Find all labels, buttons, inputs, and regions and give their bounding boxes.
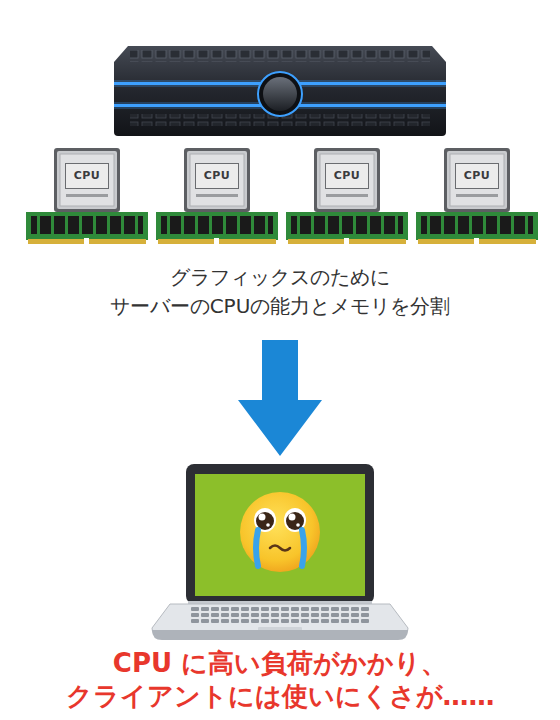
crying-face [240,492,320,572]
eye-highlight [289,514,296,521]
eye-highlight [259,514,266,521]
description-text: グラフィックスのために サーバーのCPUの能力とメモリを分割 [40,263,520,321]
laptop-bezel [186,464,374,604]
ram-stick [286,212,408,244]
cpu-chip [444,148,510,212]
cpu-label: CPU [464,170,491,182]
laptop [152,464,408,640]
eye-highlight [296,523,300,527]
cpu-label: CPU [74,170,101,182]
down-arrow [238,340,322,456]
server-rack [114,46,446,136]
laptop-screen [195,474,365,596]
cpu-label-box: CPU [195,163,239,189]
cpu-label: CPU [204,170,231,182]
memory-sticks [26,212,538,244]
cpu-label-box: CPU [65,163,109,189]
face [240,492,320,572]
mouth [270,546,290,551]
rack-body [114,46,446,136]
rack-button [263,77,297,111]
cpu-chip [184,148,250,212]
ram-stick [156,212,278,244]
rack-button-ring [258,72,302,116]
cpu-label: CPU [334,170,361,182]
ram-stick [416,212,538,244]
ram-stick [26,212,148,244]
cpu-chips [54,148,510,212]
cpu-chip [54,148,120,212]
rack-vents [130,50,430,62]
cpu-label-box: CPU [455,163,499,189]
tear [302,530,304,566]
cpu-chip [314,148,380,212]
tear [256,530,258,566]
warning-caption: CPU に高い負荷がかかり、 クライアントには使いにくさが…… [40,647,520,713]
eye-highlight [266,523,270,527]
laptop-edge [152,630,408,640]
laptop-keyboard [190,607,370,625]
cpu-label-box: CPU [325,163,369,189]
